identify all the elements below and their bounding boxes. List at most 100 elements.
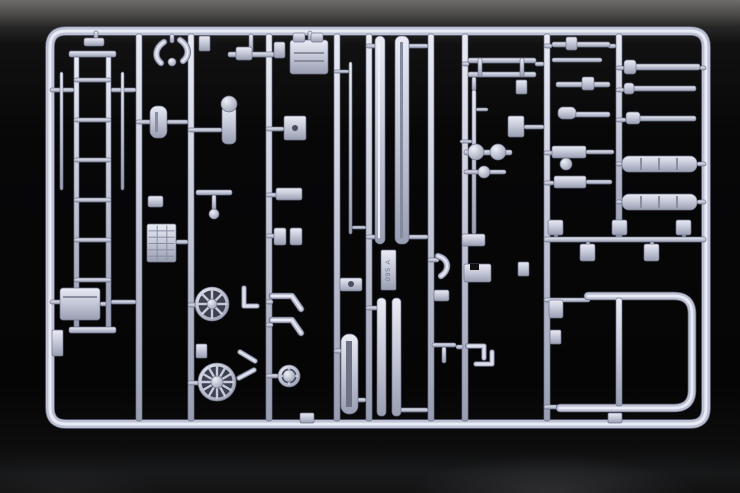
bracket-part (275, 187, 303, 201)
thin-rod-part (120, 71, 125, 191)
rod-arm-part (459, 139, 473, 144)
thin-rod-part (59, 71, 64, 191)
hole-detail (348, 281, 354, 287)
sprue-gate (175, 239, 189, 245)
small-bracket-part (273, 41, 286, 59)
small-bracket-part (675, 219, 692, 236)
sprue-gate (265, 373, 280, 379)
sprue-gate (110, 299, 137, 305)
sprue-gate (166, 119, 189, 125)
sprue-gate (265, 322, 274, 328)
runner-vertical (427, 33, 435, 422)
small-block-part (273, 227, 287, 246)
part-number-tag (607, 412, 623, 424)
axle-rod-part (551, 41, 611, 48)
part-number-tag (51, 329, 64, 357)
detail-line (155, 112, 158, 132)
sprue-gate (333, 69, 350, 74)
small-bracket-part (547, 219, 564, 236)
sprue-gate (265, 299, 274, 305)
sprue-gate (615, 117, 627, 123)
fitting-part (565, 36, 578, 51)
part-number-tag (299, 412, 315, 424)
housing-part (507, 115, 525, 138)
fender-tube-part (558, 294, 694, 410)
sprue-gate (471, 76, 477, 92)
t-bracket-part (441, 346, 447, 364)
sprue-gate (187, 127, 223, 133)
cylinder-cap-part (220, 95, 238, 113)
long-strip-part (376, 297, 387, 417)
chassis-rail-part (105, 55, 112, 329)
part-number-tag (517, 261, 530, 277)
sprue-gate (696, 161, 707, 167)
pivot-disc-part (208, 208, 220, 220)
detail-line (676, 196, 678, 208)
small-bracket-part (548, 299, 564, 319)
bracket-part (461, 233, 486, 247)
chassis-crossbar-part (73, 197, 112, 203)
pivot-disc-part (167, 57, 177, 67)
gun-body-part (235, 46, 253, 61)
small-bracket-part (579, 243, 596, 262)
part-number-tag (549, 329, 562, 345)
detail-line (294, 52, 324, 54)
muzzle-part (623, 82, 635, 95)
sprue-gate (455, 344, 464, 350)
part-number-tag (515, 79, 528, 95)
runner-horizontal (543, 236, 707, 243)
hole-detail (292, 125, 298, 131)
radiator-part (148, 255, 175, 257)
radiator-part (166, 225, 168, 261)
long-strip-part (391, 297, 402, 417)
sprue-gate (169, 33, 175, 44)
runner-vertical (265, 33, 273, 422)
fan-wheel-part (210, 375, 224, 389)
chassis-end-cap-part (68, 326, 117, 334)
runner-vertical (187, 33, 195, 422)
radiator-part (156, 225, 158, 261)
arm-part (211, 194, 217, 212)
fitting-part (581, 76, 595, 91)
small-bracket-part (611, 219, 628, 236)
engine-detail-part (292, 32, 306, 43)
sprue-gate (696, 199, 707, 205)
muzzle-part (625, 111, 641, 125)
chassis-end-cap-part (68, 50, 117, 58)
sprue-gate (523, 124, 545, 130)
runner-vertical (615, 33, 623, 241)
chassis-crossbar-part (73, 157, 112, 163)
detail-line (63, 296, 97, 298)
radiator-part (148, 236, 175, 238)
fender-tube-part (556, 292, 696, 412)
sprue-gate (615, 87, 625, 93)
part-number-tag (198, 35, 211, 52)
chassis-crossbar-part (73, 77, 112, 83)
sprue-gate (534, 61, 545, 67)
chassis-crossbar-part (73, 237, 112, 243)
sprue-gate (399, 407, 429, 413)
sprue-gate (365, 43, 377, 49)
small-block-part (289, 227, 303, 246)
barrel-part (585, 179, 613, 185)
axle-rod-part (551, 57, 603, 63)
wheel-disc-part (489, 143, 507, 161)
fender-tube-part (555, 291, 697, 413)
sprue-gate (543, 180, 555, 186)
molded-part-code: 095 A (385, 259, 392, 281)
fender-tube-part (615, 297, 623, 407)
small-bracket-part (83, 37, 105, 47)
thin-rod-part (471, 89, 477, 235)
radiator-part (148, 243, 175, 244)
sprue-gate (135, 119, 153, 125)
machine-gun-part (553, 175, 587, 189)
detail-line (640, 196, 642, 208)
runner-vertical (135, 33, 143, 422)
sprue-gate (543, 43, 553, 49)
cylinder-part (557, 106, 577, 120)
gun-barrel-part (623, 85, 697, 92)
chassis-rail-part (73, 55, 80, 329)
muzzle-part (623, 59, 637, 75)
detail-line (400, 42, 403, 238)
